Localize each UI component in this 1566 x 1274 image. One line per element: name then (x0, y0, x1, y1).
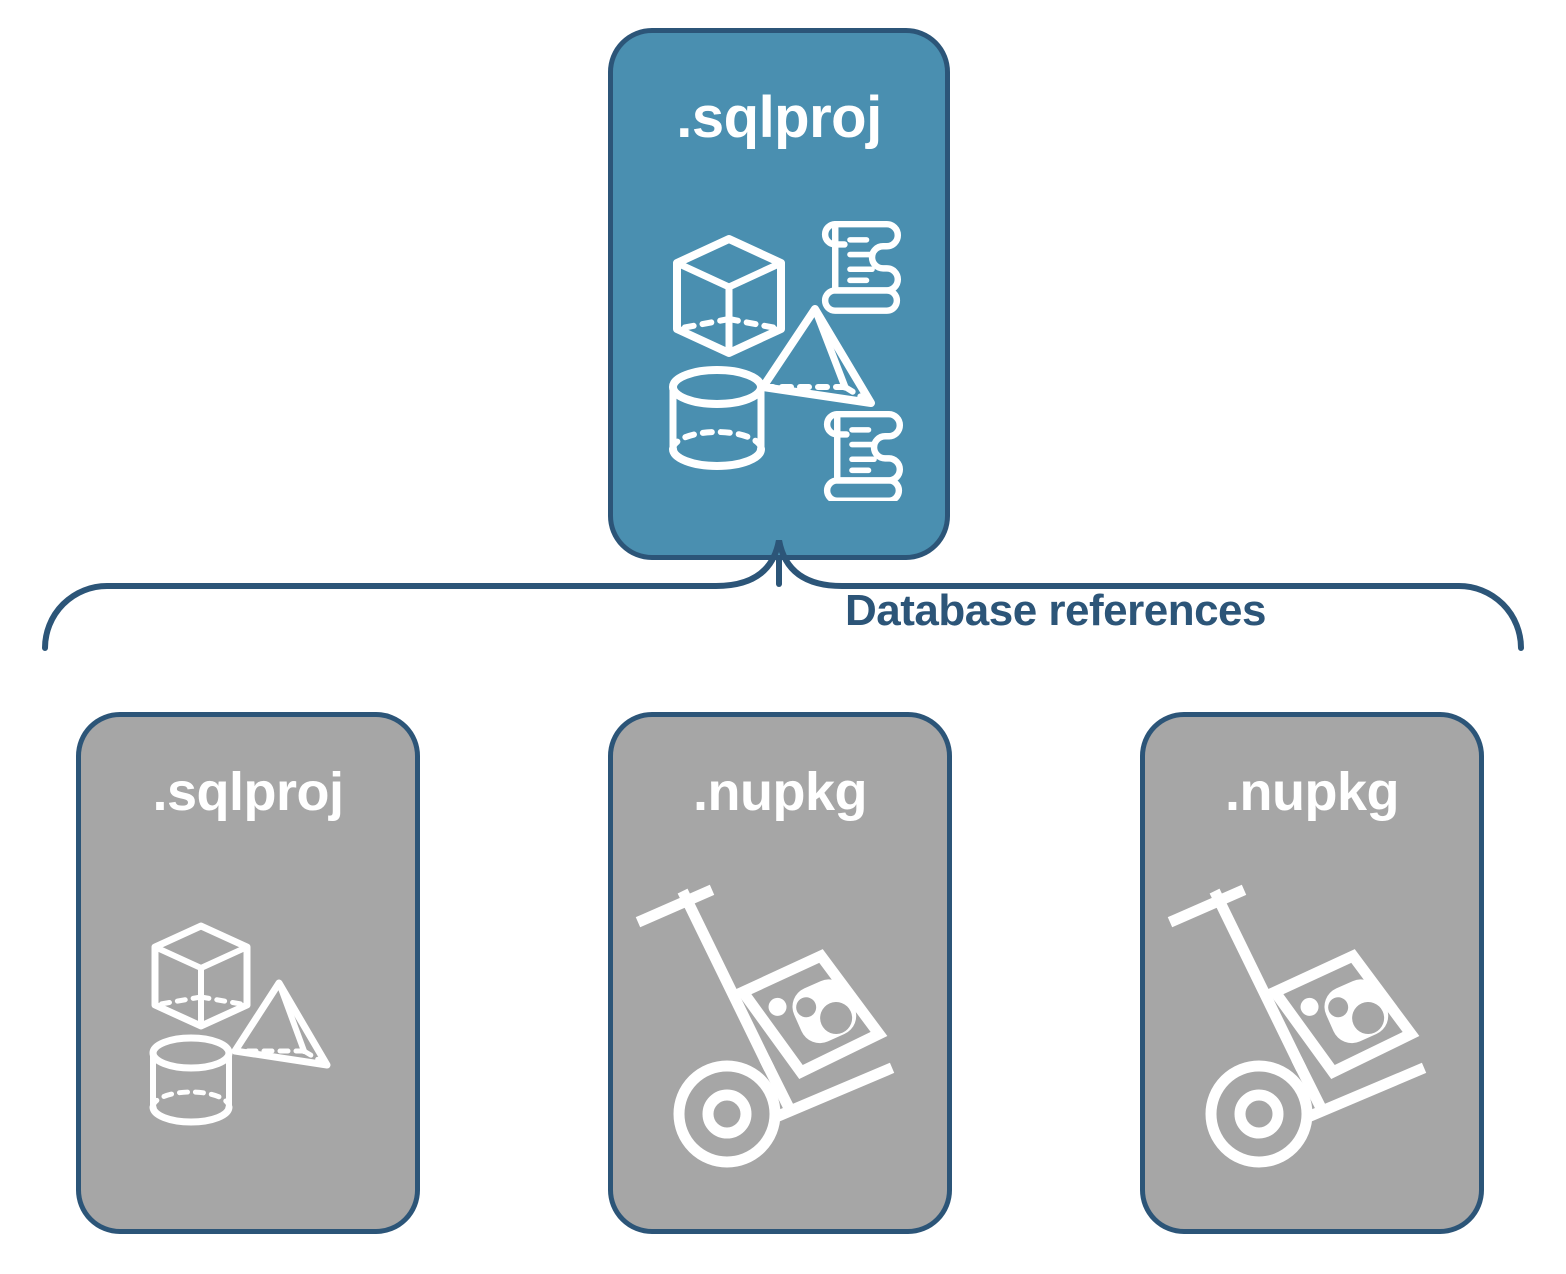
pyramid-wireframe-icon (759, 305, 875, 407)
node-ref-3-label: .nupkg (1225, 762, 1399, 822)
node-sqlproj-root[interactable]: .sqlproj (608, 28, 950, 560)
cube-wireframe-icon (151, 922, 251, 1030)
ref-1-icon-group (149, 922, 331, 1126)
node-reference-nupkg-1[interactable]: .nupkg (608, 712, 952, 1234)
nuget-package-holes (796, 997, 853, 1035)
brace-label: Database references (845, 586, 1266, 635)
root-icon-group (669, 220, 903, 501)
node-ref-1-label: .sqlproj (152, 762, 344, 822)
nuget-package-holes (1328, 997, 1385, 1035)
pyramid-wireframe-icon (231, 979, 331, 1069)
node-reference-nupkg-2[interactable]: .nupkg (1140, 712, 1484, 1234)
scroll-script-icon (821, 220, 901, 314)
node-ref-2-label: .nupkg (693, 762, 867, 822)
node-ref-2-icon-area (613, 819, 947, 1229)
hand-truck-package-icon (635, 884, 895, 1168)
scroll-script-icon (823, 410, 903, 501)
cylinder-wireframe-icon (669, 366, 765, 470)
brace-connector (42, 540, 1524, 651)
node-root-label: .sqlproj (676, 85, 882, 150)
node-root-icon-area (613, 147, 945, 555)
node-reference-sqlproj[interactable]: .sqlproj (76, 712, 420, 1234)
ref-2-icon-group (635, 884, 895, 1168)
ref-3-icon-group (1167, 884, 1427, 1168)
node-ref-3-icon-area (1145, 819, 1479, 1229)
cylinder-wireframe-icon (149, 1034, 233, 1126)
node-ref-1-icon-area (81, 819, 415, 1229)
cube-wireframe-icon (673, 235, 785, 357)
hand-truck-package-icon (1167, 884, 1427, 1168)
